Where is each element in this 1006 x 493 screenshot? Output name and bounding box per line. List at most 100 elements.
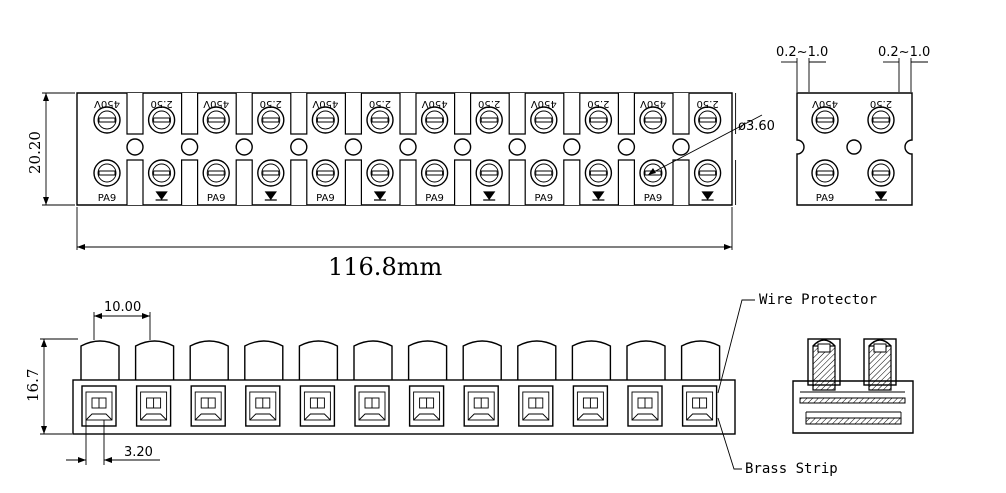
- wire-protector-icon: [303, 391, 331, 421]
- screw-bottom-icon: [475, 159, 503, 187]
- wire-protector-icon: [576, 391, 604, 421]
- brass-strip-callout: Brass Strip: [717, 417, 838, 477]
- clip-icon: [264, 191, 277, 201]
- side-terminal: [244, 340, 284, 427]
- wire-protector-icon: [249, 391, 277, 421]
- cross-section-label: 2.50: [369, 98, 391, 109]
- side-view: [72, 340, 736, 435]
- brass-strip-label: Brass Strip: [745, 461, 838, 477]
- side-terminal: [80, 340, 120, 427]
- wire-protector-label: Wire Protector: [759, 292, 877, 308]
- side-cells: [80, 340, 721, 427]
- brass-strip-icon: [304, 413, 331, 421]
- wire-protector-icon: [358, 391, 386, 421]
- total-length-label: 116.8mm: [328, 253, 442, 281]
- side-window: [81, 385, 117, 427]
- pin-width-label: 3.20: [124, 445, 153, 460]
- length-dimension: 116.8mm: [76, 207, 733, 281]
- brass-strip-icon: [577, 413, 604, 421]
- mounting-hole: [126, 138, 144, 156]
- cross-section-label: 2.50: [260, 98, 282, 109]
- screw-bottom-icon: [584, 159, 613, 187]
- mounting-hole: [180, 138, 199, 156]
- terminal-position: 2.50: [693, 93, 737, 205]
- wire-range-right-label: 0.2~1.0: [878, 45, 930, 60]
- voltage-label: 450V: [203, 98, 229, 109]
- material-label: PA9: [207, 193, 226, 204]
- height-dimension-side: 16.7: [24, 338, 78, 435]
- height-dimension-top: 20.20: [26, 92, 75, 206]
- wire-protector-icon: [85, 391, 113, 421]
- section-mounting-hole: [846, 139, 862, 155]
- wire-protector-icon: [686, 391, 714, 421]
- screw-top-icon: [257, 106, 285, 134]
- mounting-hole: [290, 138, 308, 156]
- side-window: [190, 385, 226, 427]
- wire-range-right: 0.2~1.0: [878, 45, 930, 92]
- voltage-label: 450V: [421, 98, 447, 109]
- cross-section-label: 2.50: [696, 98, 718, 109]
- wire-protector-callout: Wire Protector: [717, 292, 877, 394]
- side-window: [463, 385, 499, 427]
- pin-width-dimension: 3.20: [66, 420, 160, 465]
- side-cap: [298, 340, 339, 380]
- side-window: [627, 385, 663, 427]
- wire-protector-icon: [467, 391, 495, 421]
- side-terminal: [189, 340, 229, 427]
- screw-right: [868, 345, 892, 391]
- brass-strip-icon: [467, 413, 495, 421]
- side-terminal: [626, 340, 666, 427]
- side-window: [681, 385, 718, 427]
- screw-top-icon: [202, 106, 230, 134]
- cross-section-label: 2.50: [587, 98, 609, 109]
- section-body: [792, 380, 914, 434]
- side-terminal: [517, 340, 557, 427]
- side-terminal: [680, 340, 721, 427]
- brass-strip-icon: [194, 413, 222, 421]
- side-body: [72, 379, 736, 435]
- side-window: [354, 385, 390, 427]
- screw-bottom-icon: [420, 159, 449, 187]
- clip-icon: [155, 191, 168, 201]
- screw-top-icon: [311, 106, 340, 134]
- side-window: [299, 385, 336, 427]
- height-top-label: 20.20: [26, 131, 44, 174]
- side-cap: [517, 340, 557, 380]
- wire-range-left: 0.2~1.0: [776, 45, 828, 92]
- mounting-hole: [453, 138, 472, 156]
- screw-bottom-icon: [693, 159, 722, 187]
- section-outline: [796, 92, 913, 206]
- screw-top-icon: [530, 106, 558, 134]
- wire-protector-icon: [631, 391, 659, 421]
- side-cap: [680, 340, 721, 380]
- screw-top-icon: [867, 106, 895, 134]
- hole-diameter-label: ø3.60: [738, 119, 775, 134]
- screw-bottom-icon: [147, 159, 176, 187]
- screw-bottom-icon: [93, 159, 121, 187]
- material-label: PA9: [98, 193, 117, 204]
- clip-icon: [373, 191, 387, 201]
- hole-diameter-callout: ø3.60: [647, 114, 775, 176]
- cross-section: [792, 338, 914, 434]
- side-cap: [80, 340, 120, 380]
- screw-bottom-icon: [867, 159, 895, 187]
- cross-section-label: 2.50: [870, 98, 892, 109]
- mounting-hole: [344, 138, 363, 156]
- brass-strip-icon: [413, 413, 440, 421]
- mounting-holes: [126, 138, 690, 156]
- side-cap: [134, 340, 175, 380]
- screw-bottom-icon: [257, 159, 285, 187]
- screw-top-icon: [584, 106, 613, 134]
- terminal-position: 2.50: [867, 98, 895, 201]
- side-terminal: [134, 340, 175, 427]
- material-label: PA9: [535, 193, 554, 204]
- side-terminal: [462, 340, 502, 427]
- cross-section-label: 2.50: [478, 98, 500, 109]
- wire-protector-icon: [413, 391, 441, 421]
- mounting-hole: [563, 138, 581, 156]
- screw-top-icon: [420, 106, 449, 134]
- side-window: [408, 385, 445, 427]
